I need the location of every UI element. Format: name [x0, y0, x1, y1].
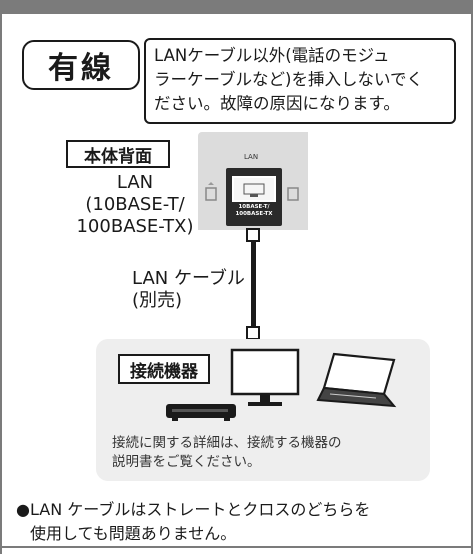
cable-connector-icon — [246, 228, 260, 242]
panel-jack-icon — [205, 182, 217, 201]
warning-line: LANケーブル以外(電話のモジュ — [154, 46, 390, 65]
cable-type-footnote: ● LAN ケーブルはストレートとクロスのどちらを 使用しても問題ありません。 — [16, 498, 466, 546]
lan-port-caption-line: 100BASE-TX — [235, 210, 273, 217]
lan-port-caption: 10BASE-T/ 100BASE-TX — [226, 204, 282, 217]
cable-label-line: (別売) — [132, 290, 183, 311]
panel-lan-tag: LAN — [244, 153, 259, 161]
connected-devices-note: 接続に関する詳細は、接続する機器の 説明書をご覧ください。 — [112, 434, 424, 472]
warning-line: ださい。故障の原因になります。 — [154, 94, 400, 113]
bullet-icon: ● — [16, 500, 30, 519]
lan-port-label-line: (10BASE-T/ — [85, 194, 185, 215]
lan-port-socket-icon — [232, 176, 276, 202]
cable-connector-icon — [246, 326, 260, 340]
bottom-divider — [0, 546, 473, 548]
lan-port-caption-line: 10BASE-T/ — [238, 204, 270, 210]
lan-port-label: LAN (10BASE-T/ 100BASE-TX) — [60, 172, 210, 238]
note-line: 接続に関する詳細は、接続する機器の — [112, 435, 342, 451]
lan-cable — [251, 236, 256, 330]
cable-label: LAN ケーブル (別売) — [132, 268, 252, 312]
lan-port-label-line: 100BASE-TX) — [76, 216, 194, 237]
lan-port-pins-icon — [243, 183, 265, 197]
laptop-icon — [316, 352, 397, 408]
footnote-line: LAN ケーブルはストレートとクロスのどちらを — [30, 500, 371, 519]
section-label-wired: 有線 — [22, 40, 140, 90]
device-back-label: 本体背面 — [66, 140, 170, 168]
connected-devices-title: 接続機器 — [118, 354, 210, 384]
cable-label-line: LAN ケーブル — [132, 268, 245, 289]
warning-line: ラーケーブルなど)を挿入しないでく — [154, 70, 423, 89]
router-icon — [166, 404, 236, 421]
lan-port-label-line: LAN — [116, 172, 154, 193]
panel-jack-icon — [287, 187, 299, 201]
note-line: 説明書をご覧ください。 — [112, 454, 261, 470]
warning-callout: LANケーブル以外(電話のモジュ ラーケーブルなど)を挿入しないでく ださい。故… — [144, 38, 456, 124]
footnote-line: 使用しても問題ありません。 — [30, 524, 237, 543]
monitor-icon — [230, 348, 300, 406]
